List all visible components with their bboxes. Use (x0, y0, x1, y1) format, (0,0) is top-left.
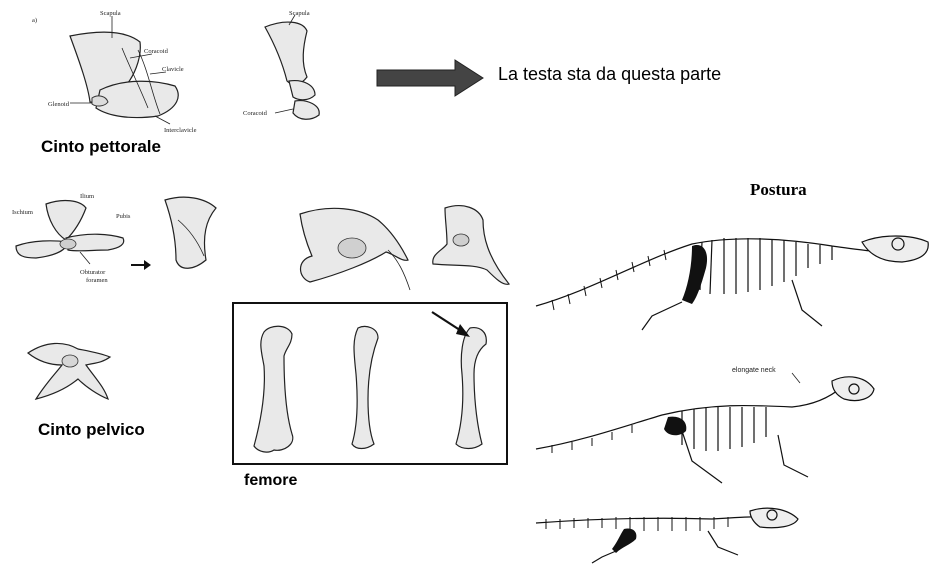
clavicle-label: Clavicle (162, 66, 184, 73)
posture-2-skull (832, 377, 874, 401)
pelvis-5-shape (28, 343, 110, 399)
posture-skeleton-3 (532, 495, 802, 565)
coracoid-label: Coracoid (144, 48, 169, 55)
ilium-label: Ilium (80, 193, 94, 200)
pelvic-girdle-figure-3 (290, 200, 420, 295)
pectoral-girdle-figure-a: a) Scapula Coracoid Clavicle Glenoid Int… (30, 8, 230, 138)
foramen-label: foramen (86, 277, 108, 284)
coracoid-b-label: Coracoid (243, 110, 268, 117)
glenoid-label: Glenoid (48, 101, 70, 108)
pelvic-girdle-figure-4 (425, 200, 520, 290)
pelvic-girdle-figure-1: Ilium Pubis Ischium Obturator foramen (8, 190, 143, 300)
interclavicle-label: Interclavicle (164, 127, 197, 134)
femur-1 (254, 326, 293, 452)
posture-title: Postura (750, 180, 807, 200)
pelvic-caption: Cinto pelvico (38, 420, 145, 440)
scapula-b-shape (265, 22, 307, 84)
pelvis-4-shape (433, 206, 509, 285)
head-direction-arrow (375, 60, 485, 96)
femur-box (232, 302, 508, 465)
coracoid-b-shape (293, 101, 319, 120)
posture-skeleton-2: elongate neck (532, 365, 902, 495)
pelvic-girdle-figure-5 (22, 335, 122, 405)
pectoral-girdle-figure-b: Scapula Coracoid (245, 5, 355, 130)
pelvic-girdle-figure-2 (150, 190, 245, 280)
ischium-label: Ischium (12, 209, 33, 216)
scapula-label: Scapula (100, 10, 121, 17)
posture-3-skull (750, 508, 798, 528)
posture-1-femur-highlight (682, 245, 707, 304)
femur-2 (352, 326, 378, 448)
posture-skeleton-1 (532, 220, 932, 340)
head-direction-note: La testa sta da questa parte (498, 64, 721, 85)
posture-3-femur-highlight (612, 528, 636, 553)
pectoral-caption: Cinto pettorale (41, 137, 161, 157)
coracoid-shape (96, 81, 178, 117)
figure-a-label: a) (32, 17, 37, 24)
pubis-label: Pubis (116, 213, 131, 220)
small-arrow (130, 258, 152, 272)
scapula-b-label: Scapula (289, 10, 310, 17)
obturator-label: Obturator (80, 269, 106, 276)
femur-3 (456, 328, 486, 449)
elongate-neck-label: elongate neck (732, 367, 776, 374)
femur-caption: femore (244, 472, 297, 490)
ilium-shape (46, 201, 86, 240)
